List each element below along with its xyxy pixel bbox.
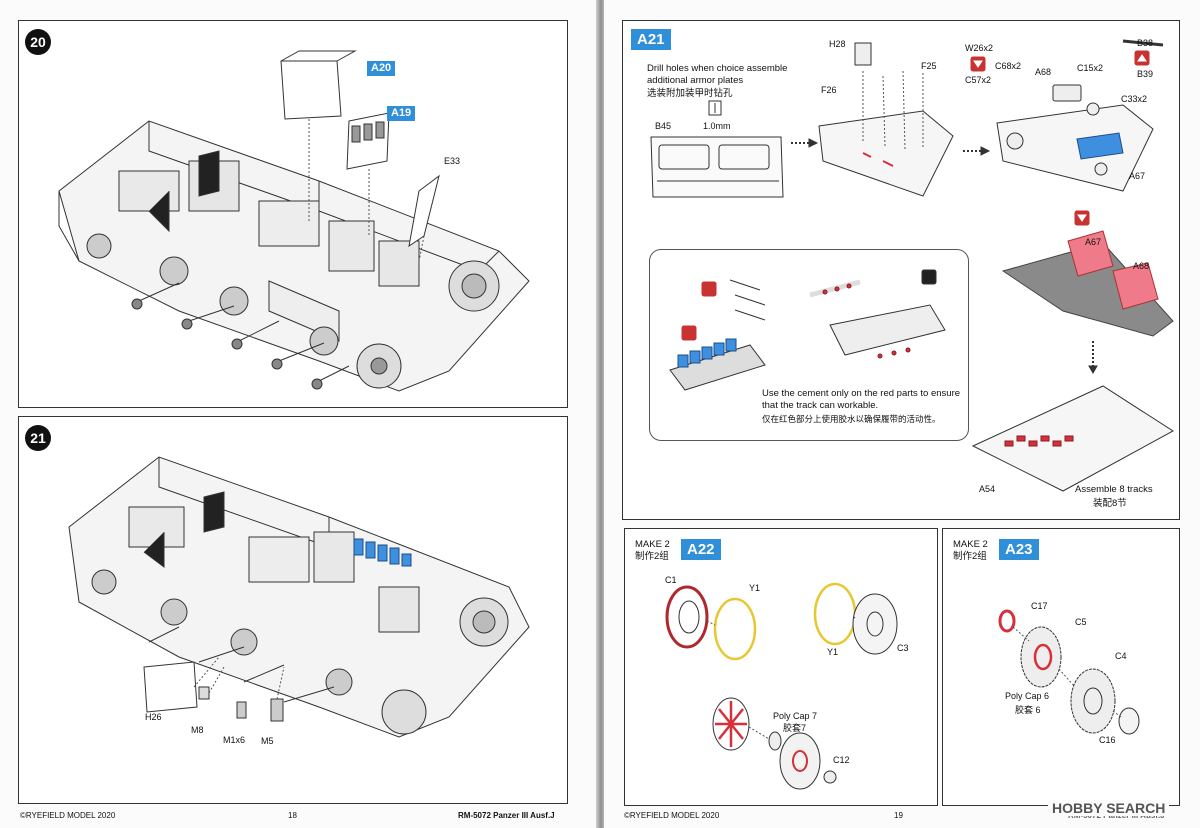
part-label-c1: C1 [665, 575, 677, 585]
a23-make-cn: 制作2组 [953, 551, 987, 562]
callout-a21: A21 [631, 29, 671, 50]
step-a21-panel: A21 Drill holes when choice assemble add… [622, 20, 1180, 520]
step-20-panel: 20 [18, 20, 568, 408]
step-21-panel: 21 [18, 416, 568, 804]
a21-drawings [650, 39, 1174, 492]
watermark-hobby-search: HOBBY SEARCH [1048, 800, 1170, 816]
track-links-drawing [669, 269, 946, 391]
a22-make-cn: 制作2组 [635, 551, 669, 562]
part-label-m1x6: M1x6 [223, 735, 246, 745]
drill-note-cn: 选装附加装甲时钻孔 [647, 88, 733, 99]
part-label-a54: A54 [979, 484, 996, 494]
part-label-c12: C12 [833, 755, 850, 765]
right-page: A21 Drill holes when choice assemble add… [604, 0, 1200, 828]
part-label-c17: C17 [1031, 601, 1048, 611]
polycap7-label: Poly Cap 7 [773, 711, 818, 721]
part-label-f25: F25 [921, 61, 937, 71]
cement-note-en: Use the cement only on the red parts to … [762, 388, 961, 411]
part-label-c3: C3 [897, 643, 909, 653]
part-label-w26x2: W26x2 [965, 43, 994, 53]
part-label-y1-2: Y1 [827, 647, 839, 657]
step-20-number: 20 [25, 29, 51, 55]
part-label-a68-detail: A68 [1133, 261, 1150, 271]
right-footer-page-number: 19 [894, 811, 903, 820]
callout-a22: A22 [681, 539, 721, 560]
cement-note-bubble: Use the cement only on the red parts to … [649, 249, 969, 441]
part-label-f26: F26 [821, 85, 837, 95]
part-label-m5: M5 [261, 736, 274, 746]
step-21-hull-drawing [68, 456, 530, 738]
part-label-c4: C4 [1115, 651, 1127, 661]
part-label-c68x2: C68x2 [995, 61, 1022, 71]
polycap6-label: Poly Cap 6 [1005, 691, 1050, 701]
step-21-number: 21 [25, 425, 51, 451]
a23-make-en: MAKE 2 [953, 539, 988, 550]
part-label-a67: A67 [1129, 171, 1146, 181]
part-label-c5: C5 [1075, 617, 1087, 627]
a23-sprocket-drawing [998, 609, 1140, 735]
right-footer-copyright: ©RYEFIELD MODEL 2020 [624, 811, 720, 820]
part-label-h28: H28 [829, 39, 846, 49]
a22-make-en: MAKE 2 [635, 539, 670, 550]
part-label-m8: M8 [191, 725, 204, 735]
a22-wheel-drawing [665, 582, 898, 790]
part-label-c16: C16 [1099, 735, 1116, 745]
step-20-hull-drawing [58, 50, 530, 392]
assemble-tracks-en: Assemble 8 tracks [1075, 484, 1153, 495]
step-a22-panel: MAKE 2 制作2组 A22 [624, 528, 938, 806]
left-footer-copyright: ©RYEFIELD MODEL 2020 [20, 811, 116, 820]
cement-note-cn: 仅在红色部分上使用胶水以确保履带的活动性。 [762, 414, 941, 424]
left-page: 20 [0, 0, 598, 828]
drill-size: 1.0mm [703, 121, 731, 131]
left-footer-page-number: 18 [288, 811, 297, 820]
callout-a20: A20 [367, 61, 396, 76]
part-label-c15x2: C15x2 [1077, 63, 1104, 73]
polycap7-label-cn: 胶套7 [783, 723, 807, 733]
part-label-c57x2: C57x2 [965, 75, 992, 85]
assemble-tracks-cn: 装配8节 [1093, 498, 1127, 509]
part-label-b45: B45 [655, 121, 672, 131]
polycap6-label-cn: 胶套 6 [1015, 705, 1041, 715]
part-label-e33: E33 [444, 156, 461, 166]
callout-a19: A19 [387, 106, 416, 121]
callout-a23: A23 [999, 539, 1039, 560]
step-a23-panel: MAKE 2 制作2组 A23 C17 C5 C4 Poly Cap 6 胶套 … [942, 528, 1180, 806]
part-label-h26: H26 [145, 712, 162, 722]
left-footer-product: RM-5072 Panzer III Ausf.J [458, 811, 555, 820]
drill-note-en: Drill holes when choice assemble additio… [647, 63, 788, 86]
book-spine [596, 0, 606, 828]
part-label-a68: A68 [1035, 67, 1052, 77]
part-label-b39: B39 [1137, 69, 1154, 79]
part-label-b38: B38 [1137, 38, 1154, 48]
part-label-y1: Y1 [749, 583, 761, 593]
part-label-c33x2: C33x2 [1121, 94, 1148, 104]
part-label-a67-detail: A67 [1085, 237, 1102, 247]
